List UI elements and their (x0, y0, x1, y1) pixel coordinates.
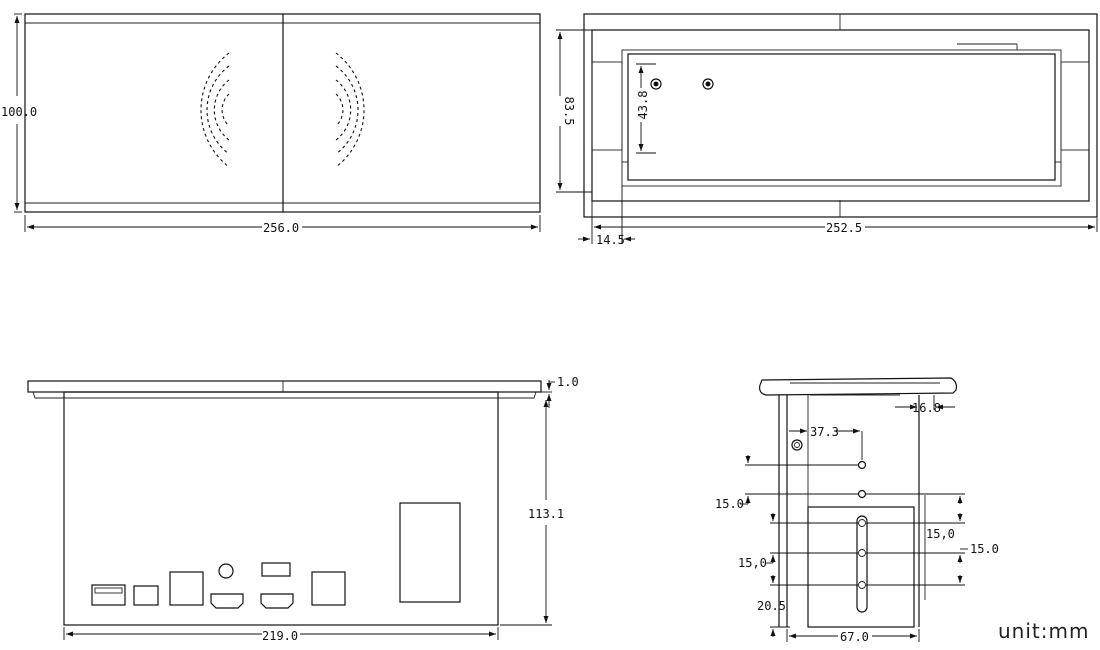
front-view-width-label: 252.5 (826, 221, 862, 235)
usb-a-port-icon (91, 584, 126, 606)
screw-icon (650, 78, 662, 90)
end-view-d3-label: 15.0 (715, 497, 744, 511)
end-view-d1-label: 16.8 (912, 401, 941, 415)
side-view-height-label: 113.1 (528, 507, 564, 521)
screw-icon (791, 439, 803, 451)
side-view (27, 380, 555, 640)
hdmi-port-icon (260, 593, 294, 609)
end-view-d6-label: 15.0 (970, 542, 999, 556)
top-view-height-label: 100.0 (1, 105, 37, 119)
front-view-inner-label: 43.8 (636, 91, 650, 120)
front-view-height-label: 83.5 (562, 97, 576, 126)
end-view-width-label: 67.0 (840, 630, 869, 644)
end-view-d7-label: 20.5 (757, 599, 786, 613)
rj45-port-icon (169, 571, 204, 606)
side-view-width-label: 219.0 (262, 629, 298, 643)
rj45-port-icon (311, 571, 346, 606)
end-view-d5-label: 15,0 (738, 556, 767, 570)
end-view-d2-label: 37.3 (810, 425, 839, 439)
front-view-offset-label: 14.5 (596, 233, 625, 247)
usb-port-icon (261, 562, 291, 577)
wireless-charging-icon-left (200, 52, 230, 168)
audio-jack-icon (218, 563, 234, 579)
screw-icon (702, 78, 714, 90)
top-view (14, 13, 541, 232)
side-view-thickness-label: 1.0 (557, 375, 579, 389)
top-view-width-label: 256.0 (263, 221, 299, 235)
usb-c-port-icon (133, 585, 159, 606)
power-outlet-icon (399, 502, 461, 603)
wireless-charging-icon-right (335, 52, 365, 168)
front-view (556, 13, 1098, 244)
end-view (740, 377, 968, 642)
unit-label: unit:mm (998, 619, 1089, 643)
end-view-d4-label: 15,0 (926, 527, 955, 541)
hdmi-port-icon (210, 593, 244, 609)
